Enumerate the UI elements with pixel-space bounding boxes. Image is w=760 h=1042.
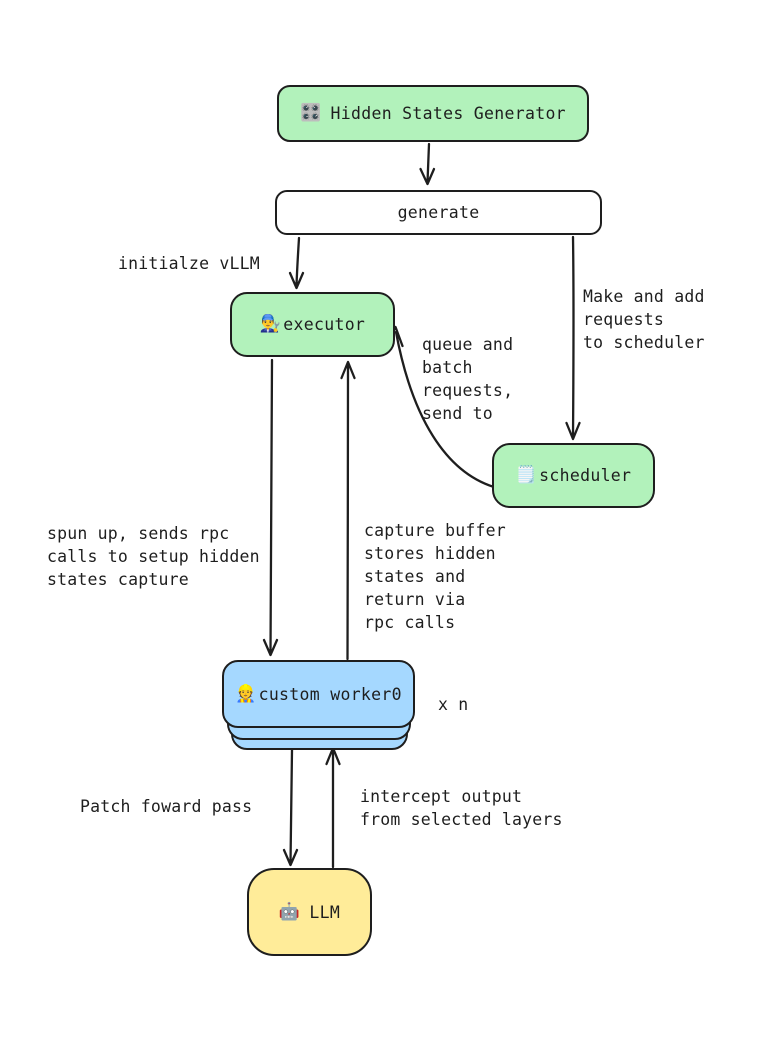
- annotation-queue-batch-requests: queue and batch requests, send to: [422, 335, 514, 423]
- arrow-generate-to-executor: [288, 236, 305, 290]
- mechanic-icon: 👨‍🔧: [259, 314, 282, 334]
- arrow-worker-to-executor: [340, 360, 356, 661]
- node-custom-worker: 👷 custom worker0: [222, 660, 415, 728]
- node-generate-label: generate: [397, 203, 480, 222]
- arrow-generator-to-generate: [419, 142, 436, 186]
- node-executor-label: executor: [283, 315, 366, 334]
- node-custom-worker-label: custom worker0: [258, 684, 402, 704]
- notepad-icon: 🗒️: [515, 465, 538, 485]
- node-llm-label: LLM: [309, 902, 341, 922]
- annotation-patch-forward-pass: Patch foward pass: [80, 797, 253, 816]
- arrow-llm-to-worker: [325, 746, 341, 869]
- annotation-initialize-vllm: initialze vLLM: [118, 254, 260, 273]
- node-scheduler-label: scheduler: [539, 466, 632, 485]
- annotation-make-add-requests: Make and add requests to scheduler: [583, 287, 705, 352]
- arrow-executor-to-worker: [262, 358, 279, 657]
- node-scheduler: 🗒️ scheduler: [492, 443, 655, 508]
- node-hidden-states-generator: 🎛️ Hidden States Generator: [277, 85, 589, 142]
- control-knobs-icon: 🎛️: [300, 103, 322, 123]
- node-generate: generate: [275, 190, 602, 235]
- annotation-capture-buffer: capture buffer stores hidden states and …: [364, 521, 506, 632]
- node-hidden-states-generator-label: Hidden States Generator: [330, 104, 566, 123]
- construction-worker-icon: 👷: [235, 683, 257, 704]
- annotation-worker-multiplier: x n: [438, 695, 469, 714]
- arrow-worker-to-llm: [282, 748, 299, 867]
- robot-icon: 🤖: [278, 901, 301, 922]
- annotation-intercept-output: intercept output from selected layers: [360, 787, 563, 829]
- annotation-spun-up-rpc: spun up, sends rpc calls to setup hidden…: [47, 524, 260, 589]
- arrow-generate-to-scheduler: [565, 235, 581, 441]
- node-llm: 🤖 LLM: [247, 868, 372, 956]
- node-executor: 👨‍🔧 executor: [230, 292, 395, 357]
